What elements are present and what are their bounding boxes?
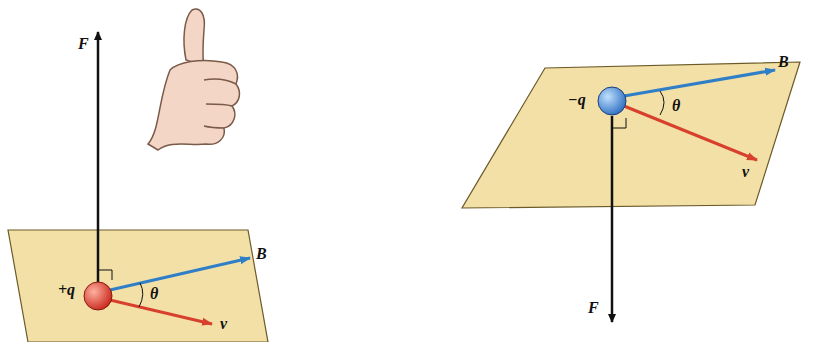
velocity-arrow xyxy=(110,300,212,324)
field-label: B xyxy=(778,54,789,70)
right-angle-mark xyxy=(98,270,112,280)
charge-label: −q xyxy=(568,92,586,108)
charge-label: +q xyxy=(58,282,75,298)
angle-label: θ xyxy=(150,286,158,302)
velocity-arrow xyxy=(624,106,757,160)
field-arrow xyxy=(110,258,250,290)
force-arrow xyxy=(611,116,614,322)
right-hand xyxy=(148,9,239,150)
right-angle-mark xyxy=(612,118,626,128)
positive-charge xyxy=(84,282,112,310)
plane xyxy=(8,230,268,342)
velocity-label: v xyxy=(220,316,227,332)
force-arrow xyxy=(97,32,100,283)
negative-charge xyxy=(598,87,626,115)
angle-label: θ xyxy=(672,98,680,114)
velocity-label: v xyxy=(742,164,749,180)
force-label: F xyxy=(78,36,89,52)
field-label: B xyxy=(256,246,267,262)
angle-arc xyxy=(660,91,664,115)
plane xyxy=(462,62,800,208)
field-arrow xyxy=(624,70,775,96)
angle-arc xyxy=(139,283,143,307)
force-label: F xyxy=(588,300,599,316)
